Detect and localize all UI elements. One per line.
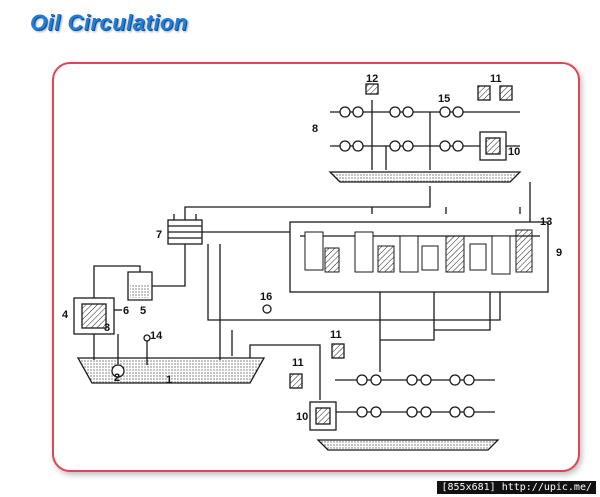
label-12: 12 xyxy=(366,73,378,85)
label-10b: 10 xyxy=(296,411,308,423)
label-8: 8 xyxy=(312,123,318,135)
label-11b: 11 xyxy=(330,329,342,341)
label-11a: 11 xyxy=(490,73,502,85)
label-15: 15 xyxy=(438,93,450,105)
label-16: 16 xyxy=(260,291,272,303)
top-camshafts xyxy=(330,83,520,170)
label-2: 2 xyxy=(114,372,120,384)
label-5: 5 xyxy=(140,305,146,317)
top-cam-oil-tray xyxy=(328,171,522,183)
oil-sump xyxy=(76,357,266,384)
bottom-camshafts xyxy=(249,292,495,431)
oil-pump xyxy=(111,364,125,378)
label-10a: 10 xyxy=(508,146,520,158)
watermark-footer: [855x681] http://upic.me/ xyxy=(437,481,596,494)
label-4: 4 xyxy=(62,309,69,321)
label-7: 7 xyxy=(156,229,162,241)
page-title: Oil Circulation xyxy=(30,10,188,35)
label-11c: 11 xyxy=(292,357,304,369)
bottom-cam-oil-tray xyxy=(316,439,500,451)
label-9: 9 xyxy=(556,247,562,259)
label-6: 6 xyxy=(123,305,129,317)
label-13: 13 xyxy=(540,216,552,228)
label-14: 14 xyxy=(150,330,163,342)
label-3: 3 xyxy=(104,322,110,334)
label-1: 1 xyxy=(166,374,172,386)
pressure-gauge xyxy=(262,304,272,314)
